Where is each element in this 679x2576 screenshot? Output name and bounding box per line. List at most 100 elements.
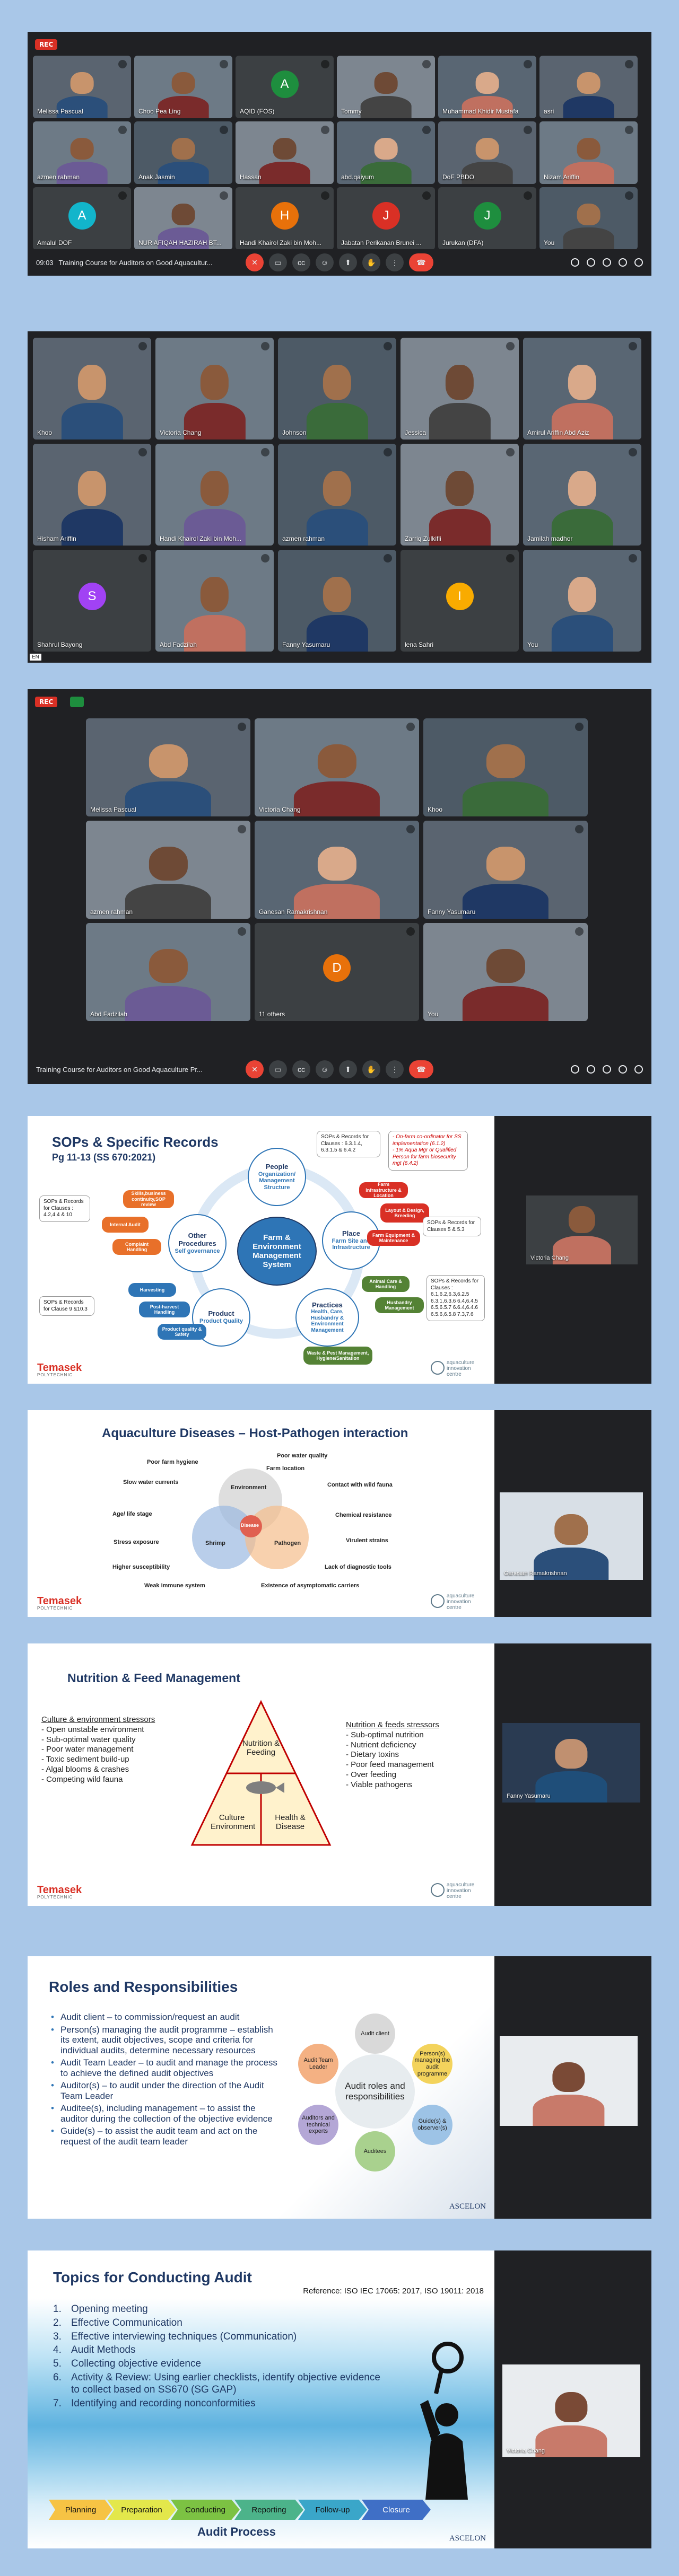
practices-sub: Health, Care, Husbandry & Environment Ma…: [310, 1309, 344, 1333]
participant-tile[interactable]: Melissa Pascual: [33, 56, 131, 118]
participant-tile[interactable]: azmen rahman: [278, 444, 396, 546]
participant-avatar: J: [372, 202, 400, 230]
host-controls-icon[interactable]: [634, 1065, 643, 1074]
captions-icon[interactable]: cc: [292, 1060, 310, 1078]
mic-off-icon[interactable]: ✕: [246, 1060, 264, 1078]
participant-tile[interactable]: Melissa Pascual: [86, 718, 250, 816]
more-options-icon[interactable]: ⋮: [386, 1060, 404, 1078]
participant-tile[interactable]: DoF PBDO: [438, 121, 536, 184]
people-icon[interactable]: [587, 258, 595, 267]
participant-tile[interactable]: You: [523, 550, 641, 652]
info-icon[interactable]: [571, 258, 579, 267]
more-options-icon[interactable]: ⋮: [386, 253, 404, 271]
camera-icon[interactable]: ▭: [269, 253, 287, 271]
participant-tile[interactable]: Jamilah madhor: [523, 444, 641, 546]
participant-name: Ganesan Ramakrishnan: [259, 908, 328, 916]
participant-tile[interactable]: Hisham Ariffin: [33, 444, 151, 546]
note-right-bottom: SOPs & Records for Clauses : 6.1,6.2,6.3…: [426, 1275, 485, 1321]
participant-tile[interactable]: azmen rahman: [33, 121, 131, 184]
participant-name: Fanny Yasumaru: [428, 908, 476, 916]
host-badge: [70, 697, 84, 707]
mic-status-icon: [138, 342, 147, 350]
participant-video: [423, 360, 496, 439]
chat-icon[interactable]: [603, 1065, 611, 1074]
host-controls-icon[interactable]: [634, 258, 643, 267]
participant-tile[interactable]: Fanny Yasumaru: [278, 550, 396, 652]
participant-tile[interactable]: Handi Khairol Zaki bin Moh...: [155, 444, 274, 546]
participant-tile[interactable]: Abd Fadzilah: [155, 550, 274, 652]
participant-tile[interactable]: Johnson: [278, 338, 396, 439]
raise-hand-icon[interactable]: ✋: [362, 1060, 380, 1078]
raise-hand-icon[interactable]: ✋: [362, 253, 380, 271]
participant-tile[interactable]: Anak Jasmin: [134, 121, 232, 184]
camera-icon[interactable]: ▭: [269, 1060, 287, 1078]
participant-tile[interactable]: abd.qaiyum: [337, 121, 435, 184]
venn-disease-label: Disease: [241, 1523, 259, 1528]
participant-name: Johnson: [282, 429, 307, 436]
note-left-top: SOPs & Records for Clauses : 4.2,4.4 & 1…: [39, 1195, 90, 1222]
participant-name: Jamilah madhor: [527, 535, 573, 542]
process-step-follow-up: Follow-up: [298, 2500, 367, 2520]
triangle-diagram: [190, 1700, 332, 1846]
slide-title: Nutrition & Feed Management: [67, 1671, 240, 1685]
recording-badge: REC: [35, 697, 58, 707]
practices-circle: Practices Health, Care, Husbandry & Envi…: [295, 1288, 359, 1347]
participant-tile[interactable]: Jessica: [401, 338, 519, 439]
mic-status-icon: [506, 342, 515, 350]
participant-name: Victoria Chang: [259, 806, 301, 813]
participant-tile[interactable]: Zarriq Zulkifli: [401, 444, 519, 546]
participant-tile[interactable]: Choo Pea Ling: [134, 56, 232, 118]
participant-tile[interactable]: Muhammad Khidir Mustafa: [438, 56, 536, 118]
participant-name: Victoria Chang: [160, 429, 202, 436]
participant-name: Fanny Yasumaru: [282, 641, 330, 648]
mic-status-icon: [629, 342, 637, 350]
speaker-name: Fanny Yasumaru: [507, 1793, 551, 1799]
participant-tile[interactable]: Khoo: [33, 338, 151, 439]
participant-name: Jessica: [405, 429, 426, 436]
participant-tile[interactable]: You: [423, 923, 588, 1021]
present-icon[interactable]: ⬆: [339, 253, 357, 271]
chat-icon[interactable]: [603, 258, 611, 267]
participant-tile[interactable]: Abd Fadzilah: [86, 923, 250, 1021]
participant-tile[interactable]: asri: [539, 56, 638, 118]
leave-call-button[interactable]: ☎: [409, 253, 433, 271]
petal-guides: Guide(s) & observer(s): [412, 2105, 452, 2145]
people-icon[interactable]: [587, 1065, 595, 1074]
present-icon[interactable]: ⬆: [339, 1060, 357, 1078]
leave-call-button[interactable]: ☎: [409, 1060, 433, 1078]
participant-avatar: I: [446, 583, 474, 611]
bubble-complaint: Complaint Handling: [112, 1239, 161, 1255]
captions-icon[interactable]: cc: [292, 253, 310, 271]
participant-tile[interactable]: Victoria Chang: [255, 718, 419, 816]
participant-tile[interactable]: Amirul Ariffin Abd Aziz: [523, 338, 641, 439]
mic-off-icon[interactable]: ✕: [246, 253, 264, 271]
participant-tile[interactable]: Victoria Chang: [155, 338, 274, 439]
info-icon[interactable]: [571, 1065, 579, 1074]
participant-tile[interactable]: Hassan: [236, 121, 334, 184]
participant-video: [558, 69, 619, 118]
participant-tile[interactable]: Tommy: [337, 56, 435, 118]
participant-video: [254, 135, 315, 184]
presentation-screenshot-sops: SOPs & Specific Records Pg 11-13 (SS 670…: [28, 1116, 651, 1384]
participant-tile[interactable]: NUR AFIQAH HAZIRAH BT...: [134, 187, 232, 250]
emoji-icon[interactable]: ☺: [316, 253, 334, 271]
topic-item: 3.Effective interviewing techniques (Com…: [53, 2331, 382, 2343]
participant-tile[interactable]: You: [539, 187, 638, 250]
triangle-left-label: Culture Environment: [211, 1813, 256, 1831]
activities-icon[interactable]: [619, 1065, 627, 1074]
participant-tile[interactable]: azmen rahman: [86, 821, 250, 919]
participant-tile[interactable]: Fanny Yasumaru: [423, 821, 588, 919]
participant-tile[interactable]: Khoo: [423, 718, 588, 816]
emoji-icon[interactable]: ☺: [316, 1060, 334, 1078]
participant-tile[interactable]: Ganesan Ramakrishnan: [255, 821, 419, 919]
activities-icon[interactable]: [619, 258, 627, 267]
participant-tile[interactable]: Nizam Ariffin: [539, 121, 638, 184]
